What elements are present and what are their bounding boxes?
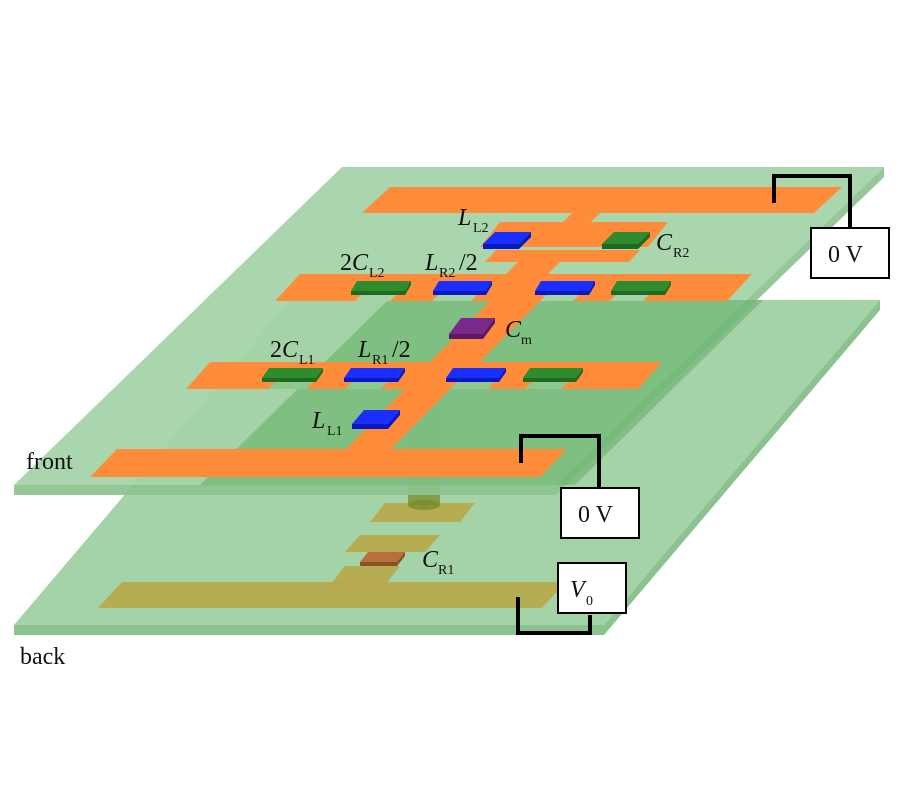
capacitor-cm xyxy=(449,318,495,339)
source-label: V xyxy=(570,577,587,603)
via-bottom xyxy=(408,500,440,510)
label-2cl2: 2 C L2 xyxy=(340,250,385,281)
source-sub-label: 0 xyxy=(586,594,593,609)
trace-bottom-bus xyxy=(90,449,567,477)
inductor-lr1-left xyxy=(344,368,405,382)
label-ll1: L L1 xyxy=(311,408,343,439)
trace-trunk-upper xyxy=(505,262,560,275)
label-cm: C m xyxy=(505,317,532,348)
source-wire xyxy=(516,597,592,635)
inductor-ll2 xyxy=(483,232,531,249)
label-cr1: C R1 xyxy=(422,547,454,578)
top-ground-label: 0 V xyxy=(828,242,864,268)
mid-ground-box: 0 V xyxy=(560,487,640,539)
label-lr2-half: L R2 /2 xyxy=(424,250,478,281)
front-board-front-edge xyxy=(14,485,556,495)
top-ground-wire xyxy=(772,174,852,228)
svg-text:L: L xyxy=(311,408,325,434)
inductor-lr2-right xyxy=(535,281,595,295)
svg-text:L: L xyxy=(457,205,471,231)
inductor-lr1-right xyxy=(446,368,506,382)
back-board-front-edge xyxy=(14,625,604,635)
svg-text:R2: R2 xyxy=(439,266,455,281)
label-cr2: C R2 xyxy=(656,230,689,261)
back-trace-stub2 xyxy=(345,535,440,552)
svg-text:L2: L2 xyxy=(473,221,489,236)
inductor-ll1 xyxy=(352,410,400,429)
back-trace-bus xyxy=(98,582,566,608)
back-trace-stub1 xyxy=(330,566,400,585)
svg-text:R1: R1 xyxy=(438,563,454,578)
svg-text:L: L xyxy=(357,337,371,363)
capacitor-2cl1-left xyxy=(262,368,323,382)
trace-gaps xyxy=(268,294,650,389)
back-layer-label: back xyxy=(20,644,65,670)
svg-text:R1: R1 xyxy=(372,353,388,368)
svg-text:2: 2 xyxy=(340,250,352,276)
svg-text:C: C xyxy=(352,250,369,276)
capacitor-cr2 xyxy=(602,232,650,249)
svg-text:/2: /2 xyxy=(459,250,478,276)
front-layer-label: front xyxy=(26,449,73,475)
svg-text:C: C xyxy=(422,547,439,573)
trace-row-2 xyxy=(275,274,752,301)
svg-text:2: 2 xyxy=(270,337,282,363)
svg-text:C: C xyxy=(656,230,673,256)
back-board-side-edge xyxy=(604,300,880,635)
mid-ground-wire xyxy=(519,434,601,488)
label-2cl1: 2 C L1 xyxy=(270,337,315,368)
label-ll2: L L2 xyxy=(457,205,489,236)
svg-text:L2: L2 xyxy=(369,266,385,281)
source-box: V 0 xyxy=(557,562,627,614)
trace-trunk-lower xyxy=(345,389,450,450)
trace-row-1 xyxy=(186,362,662,389)
trace-row-l2-lower xyxy=(485,250,640,262)
svg-text:C: C xyxy=(282,337,299,363)
trace-top-stub xyxy=(563,213,600,222)
label-lr1-half: L R1 /2 xyxy=(357,337,411,368)
svg-text:/2: /2 xyxy=(392,337,411,363)
inductor-lr2-left xyxy=(433,281,492,295)
board-overlap-region xyxy=(200,300,763,485)
back-trace-stub3 xyxy=(370,503,475,522)
capacitor-2cl2-right xyxy=(611,281,671,295)
mid-ground-label: 0 V xyxy=(578,502,614,528)
svg-text:C: C xyxy=(505,317,522,343)
svg-text:L1: L1 xyxy=(299,353,315,368)
svg-text:L1: L1 xyxy=(327,424,343,439)
trace-top-bus xyxy=(362,187,842,213)
capacitor-2cl2-left xyxy=(351,281,411,295)
svg-text:R2: R2 xyxy=(673,246,689,261)
top-ground-box: 0 V xyxy=(810,227,890,279)
front-board xyxy=(14,167,884,495)
svg-text:L: L xyxy=(424,250,438,276)
capacitor-cr1 xyxy=(360,552,405,566)
svg-text:m: m xyxy=(521,333,532,348)
capacitor-2cl1-right xyxy=(523,368,583,382)
